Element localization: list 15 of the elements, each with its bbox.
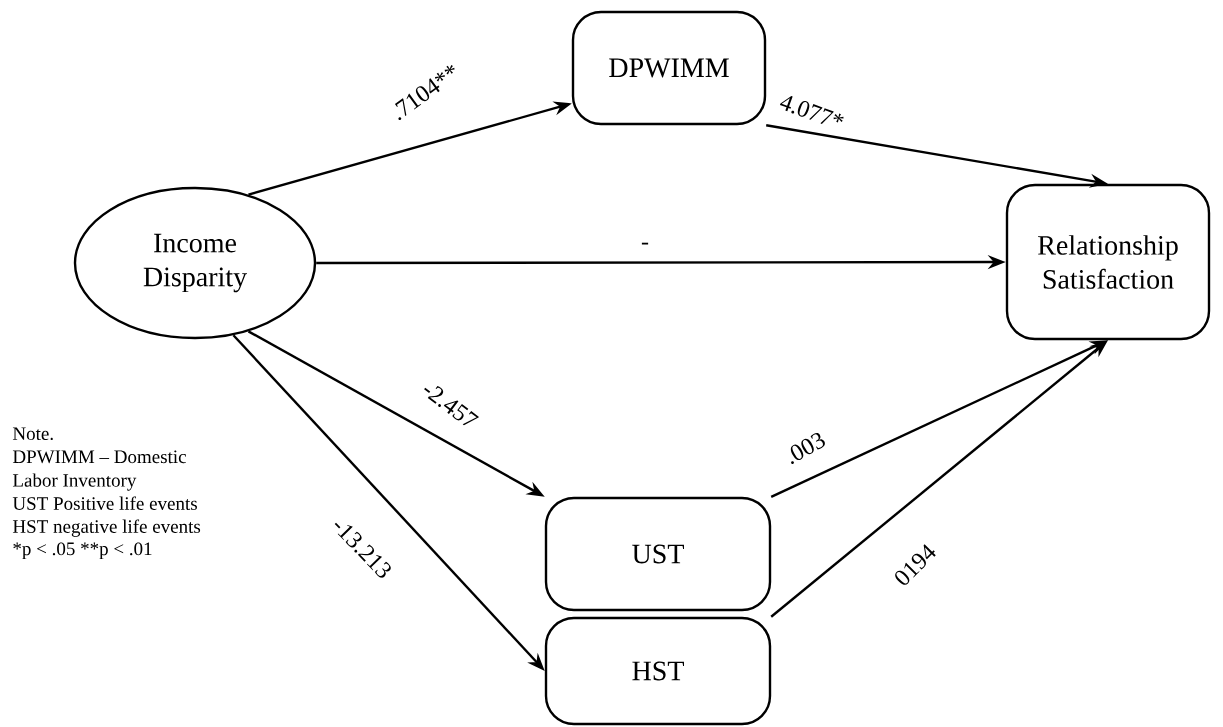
- edge-label: 4.077*: [775, 90, 849, 134]
- rounded-box: HST: [544, 616, 772, 726]
- note-text: Note.: [12, 427, 53, 441]
- rounded-box: Relationship Satisfaction: [1005, 183, 1211, 341]
- rounded-box: UST: [544, 496, 772, 612]
- note-text: *p < .05 **p < .01: [13, 542, 152, 560]
- note-text: UST Positive life events: [12, 496, 197, 510]
- edge-label: .003: [779, 427, 831, 468]
- note-text: DPWIMM – Domestic: [12, 450, 186, 464]
- edge-label: -2.457: [417, 377, 483, 433]
- rounded-box: DPWIMM: [571, 10, 767, 126]
- oval-node: Income Disparity: [73, 186, 317, 340]
- note-text: Labor Inventory: [12, 473, 137, 491]
- edge-label: -: [639, 240, 651, 252]
- note-text: HST negative life events: [12, 519, 201, 537]
